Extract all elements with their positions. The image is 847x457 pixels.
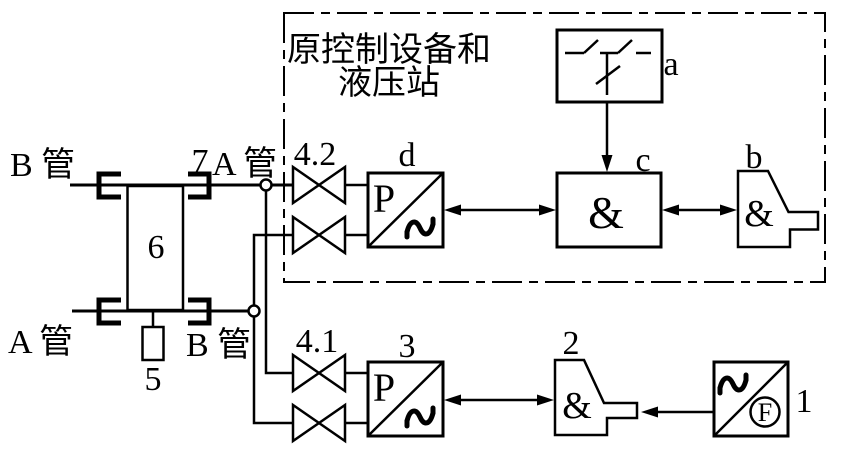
label-5: 5 xyxy=(145,361,162,398)
and-gate-2: & 2 xyxy=(553,325,639,437)
label-4-1: 4.1 xyxy=(296,323,339,360)
double-arrow-c-b xyxy=(662,204,737,216)
valve-icon xyxy=(291,402,322,444)
diagonal-divider xyxy=(714,362,788,436)
pressure-symbol: P xyxy=(373,365,395,410)
label-pipe-a-top: A 管 xyxy=(212,145,277,183)
label-pipe-b-top: B 管 xyxy=(10,146,75,184)
label-d: d xyxy=(399,137,416,174)
label-pipe-b-bottom: B 管 xyxy=(186,326,251,364)
sensor-5: 5 xyxy=(141,311,165,398)
signal-arrows xyxy=(444,102,737,418)
node-circle-b-pipe xyxy=(247,304,261,318)
node-circle-a-pipe xyxy=(259,178,273,192)
coupling-icon xyxy=(96,171,121,200)
contact-switch-icon xyxy=(565,39,651,95)
label-a: a xyxy=(663,46,678,83)
diagonal-divider xyxy=(368,173,443,247)
valve-icon xyxy=(291,164,322,206)
cylinder-body xyxy=(126,184,185,312)
station-title-line2: 液压站 xyxy=(338,64,440,102)
label-pipe-a-bottom: A 管 xyxy=(8,323,73,361)
and-gate-b: & b xyxy=(736,139,820,249)
pressure-transducer-3: P 3 xyxy=(366,328,445,438)
sensor-body xyxy=(141,325,165,362)
arrow-a-to-c xyxy=(601,102,613,172)
coupling-icon xyxy=(188,171,212,200)
pressure-transducer-d: P d xyxy=(366,137,445,249)
and-symbol: & xyxy=(562,385,592,427)
valve-icon xyxy=(291,214,322,256)
label-3: 3 xyxy=(399,328,416,365)
label-b: b xyxy=(746,139,763,176)
transducer-box xyxy=(366,171,445,249)
converter-box xyxy=(712,360,790,438)
pressure-symbol: P xyxy=(373,176,395,221)
dashed-border xyxy=(283,12,826,283)
label-7: 7 xyxy=(192,143,209,180)
label-4-2: 4.2 xyxy=(294,136,337,173)
and-gate-outline xyxy=(553,358,639,437)
valve-icon xyxy=(291,352,322,394)
and-symbol: & xyxy=(588,187,624,238)
pipework xyxy=(70,171,293,425)
cylinder-6: 6 xyxy=(126,184,185,312)
valve-pair-4-1: 4.1 xyxy=(291,323,368,444)
diagonal-divider xyxy=(368,362,443,436)
transducer-box xyxy=(366,360,445,438)
label-2: 2 xyxy=(563,325,580,362)
valve-pair-4-2: 4.2 xyxy=(291,136,368,256)
switch-box xyxy=(555,28,664,104)
frequency-converter-1: F 1 xyxy=(712,360,813,438)
switch-box-a: a xyxy=(555,28,679,104)
coupling-icon xyxy=(188,297,212,326)
arrow-1-to-2 xyxy=(641,406,714,418)
coupling-icon xyxy=(96,297,121,326)
and-gate-outline xyxy=(736,169,820,249)
label-c: c xyxy=(635,142,650,179)
double-arrow-d-c xyxy=(444,204,556,216)
and-box-c: & c xyxy=(555,142,663,249)
original-control-station-box: 原控制设备和 液压站 xyxy=(283,12,826,283)
double-arrow-3-2 xyxy=(444,394,554,406)
pipe-a-branch-line xyxy=(264,185,293,375)
label-6: 6 xyxy=(148,229,165,266)
frequency-circle xyxy=(749,396,781,428)
pipe-b-branch-line xyxy=(252,233,293,425)
station-title-line1: 原控制设备和 xyxy=(287,31,491,69)
and-box xyxy=(555,171,663,249)
frequency-symbol: F xyxy=(758,398,772,427)
label-1: 1 xyxy=(796,383,813,420)
and-symbol: & xyxy=(744,193,774,235)
pipe-labels: B 管 7 A 管 A 管 B 管 xyxy=(8,143,277,364)
